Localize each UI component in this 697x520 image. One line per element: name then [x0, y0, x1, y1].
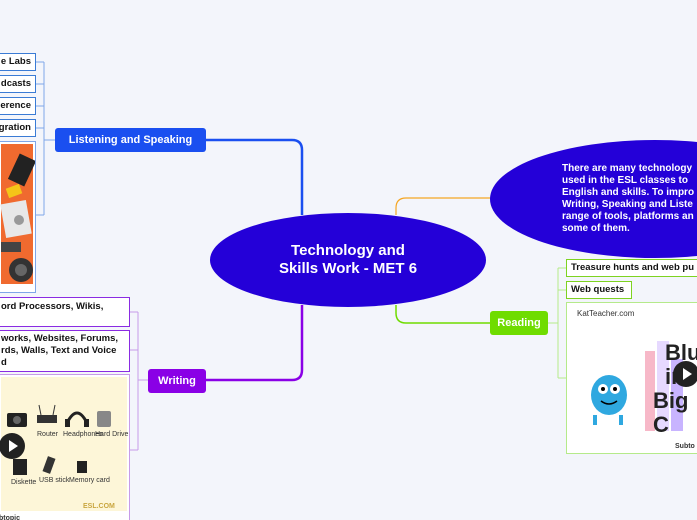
writing-item-line: d	[1, 357, 7, 368]
reading-item[interactable]: Treasure hunts and web pu	[566, 259, 697, 277]
media-caption: Subto	[675, 443, 695, 450]
monster-icon	[591, 375, 627, 425]
branch-listening-speaking[interactable]: Listening and Speaking	[55, 128, 206, 152]
esl-watermark: ESL.COM	[83, 503, 115, 510]
writing-item-line: works, Websites, Forums,	[1, 333, 119, 344]
memory-card-icon	[77, 461, 87, 473]
writing-item-line: ord Processors, Wikis,	[1, 301, 104, 312]
branch-reading[interactable]: Reading	[490, 311, 548, 335]
play-icon[interactable]	[673, 361, 697, 387]
device-label: Diskette	[11, 479, 37, 486]
listening-item[interactable]: e Labs	[0, 53, 36, 71]
central-title-line1: Technology and	[291, 242, 405, 259]
video-thumbnail	[591, 341, 683, 431]
listening-item[interactable]: gration	[0, 119, 36, 137]
podcast-illustration	[0, 144, 35, 284]
hard-drive-icon	[97, 411, 111, 427]
device-label: Memory card	[69, 477, 110, 484]
reading-item[interactable]: Web quests	[566, 281, 632, 299]
router-icon	[37, 404, 57, 423]
device-label: Headphones	[63, 431, 103, 438]
writing-media[interactable]: Router Headphones Hard Drive Diskette US…	[0, 374, 130, 520]
video-title: Blu in Big C	[653, 340, 697, 437]
writing-item[interactable]: works, Websites, Forums, rds, Walls, Tex…	[0, 330, 130, 372]
play-icon[interactable]	[0, 433, 25, 459]
headphones-icon	[65, 411, 89, 427]
channel-name: KatTeacher.com	[577, 309, 635, 318]
camera-icon	[7, 413, 27, 427]
usb-icon	[42, 456, 56, 474]
central-topic[interactable]: Technology and Skills Work - MET 6	[210, 213, 486, 307]
reading-media[interactable]: KatTeacher.com Blu in Big C Subto	[566, 302, 697, 454]
branch-writing[interactable]: Writing	[148, 369, 206, 393]
listening-item[interactable]: erence	[0, 97, 36, 115]
media-caption: btopic	[0, 515, 20, 520]
video-title-line: Blu	[665, 340, 697, 365]
device-label: USB stick	[39, 477, 70, 484]
central-title-line2: Skills Work - MET 6	[278, 260, 418, 277]
intro-text: There are many technology used in the ES…	[562, 163, 695, 234]
device-icons	[7, 404, 111, 475]
listening-image[interactable]	[0, 141, 36, 293]
listening-item[interactable]: dcasts	[0, 75, 36, 93]
video-title-line: Big C	[653, 388, 689, 437]
device-label: Hard Drive	[95, 431, 129, 438]
writing-item-line: rds, Walls, Text and Voice	[1, 345, 117, 356]
diskette-icon	[13, 459, 27, 475]
writing-item[interactable]: ord Processors, Wikis,	[0, 297, 130, 327]
device-label: Router	[37, 431, 59, 438]
